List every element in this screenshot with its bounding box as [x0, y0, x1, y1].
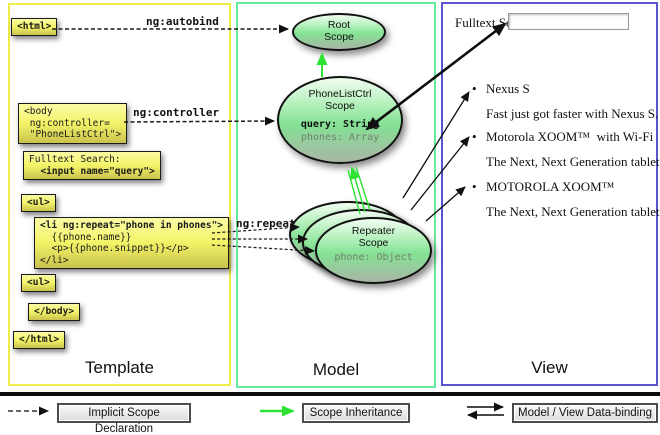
code-fulltext-label: Fulltext Search:: [29, 154, 121, 165]
fulltext-search-input[interactable]: [508, 13, 629, 30]
model-column-label: Model: [312, 360, 360, 379]
template-column-label: Template: [85, 358, 154, 377]
view-column-label: View: [531, 358, 568, 377]
repeater-phone-prop: phone: Object: [334, 252, 413, 263]
code-html-close: </html>: [13, 331, 66, 349]
bullet-icon: •: [472, 81, 477, 96]
root-scope-title: Root Scope: [324, 19, 354, 43]
repeater-scope-title: Repeater Scope: [351, 225, 396, 249]
phonelistctrl-scope-title: PhoneListCtrl Scope: [308, 88, 372, 112]
code-body-open: <body ng:controller= "PhoneListCtrl">: [18, 103, 128, 144]
bullet-icon: •: [472, 129, 477, 144]
code-body-close: </body>: [28, 303, 81, 321]
code-li-body: {{phone.name}} <p>{{phone.snippet}}</p> …: [40, 231, 189, 266]
phonelistctrl-query-prop: query: String: [300, 119, 380, 130]
view-item-title: Nexus S: [486, 81, 530, 96]
code-ul-open: <ul>: [21, 194, 56, 212]
code-ul-close: <ul>: [21, 274, 56, 292]
ng-autobind-label: ng:autobind: [146, 15, 219, 28]
code-fulltext-input: <input name="query">: [29, 165, 155, 177]
model-column: Model: [236, 2, 436, 388]
code-fulltext: Fulltext Search: <input name="query">: [23, 151, 161, 180]
ng-controller-label: ng:controller: [133, 106, 220, 119]
legend-data-binding: Model / View Data-binding: [512, 403, 658, 423]
view-item-desc: The Next, Next Generation tablet.: [486, 154, 660, 169]
root-scope-ellipse: Root Scope: [292, 13, 386, 51]
bullet-icon: •: [472, 179, 477, 194]
view-item-desc: Fast just got faster with Nexus S.: [486, 106, 659, 121]
code-li-repeat: <li ng:repeat="phone in phones"> {{phone…: [34, 217, 230, 269]
phonelistctrl-scope-ellipse: PhoneListCtrl Scope query: String phones…: [277, 76, 403, 164]
view-item-title: MOTOROLA XOOM™: [486, 179, 615, 194]
legend-scope-inheritance: Scope Inheritance: [302, 403, 410, 423]
view-item-title: Motorola XOOM™ with Wi-Fi: [486, 129, 654, 144]
repeater-scope-ellipse-front: Repeater Scope phone: Object: [315, 217, 432, 284]
code-html-open: <html>: [11, 18, 58, 36]
ng-repeat-label: ng:repeat: [236, 217, 296, 230]
legend-implicit-scope: Implicit Scope Declaration: [57, 403, 191, 435]
legend-separator: [0, 392, 660, 396]
phonelistctrl-phones-prop: phones: Array: [300, 132, 380, 143]
code-li-open: <li ng:repeat="phone in phones">: [40, 220, 224, 231]
view-item-desc: The Next, Next Generation tablet.: [486, 204, 660, 219]
